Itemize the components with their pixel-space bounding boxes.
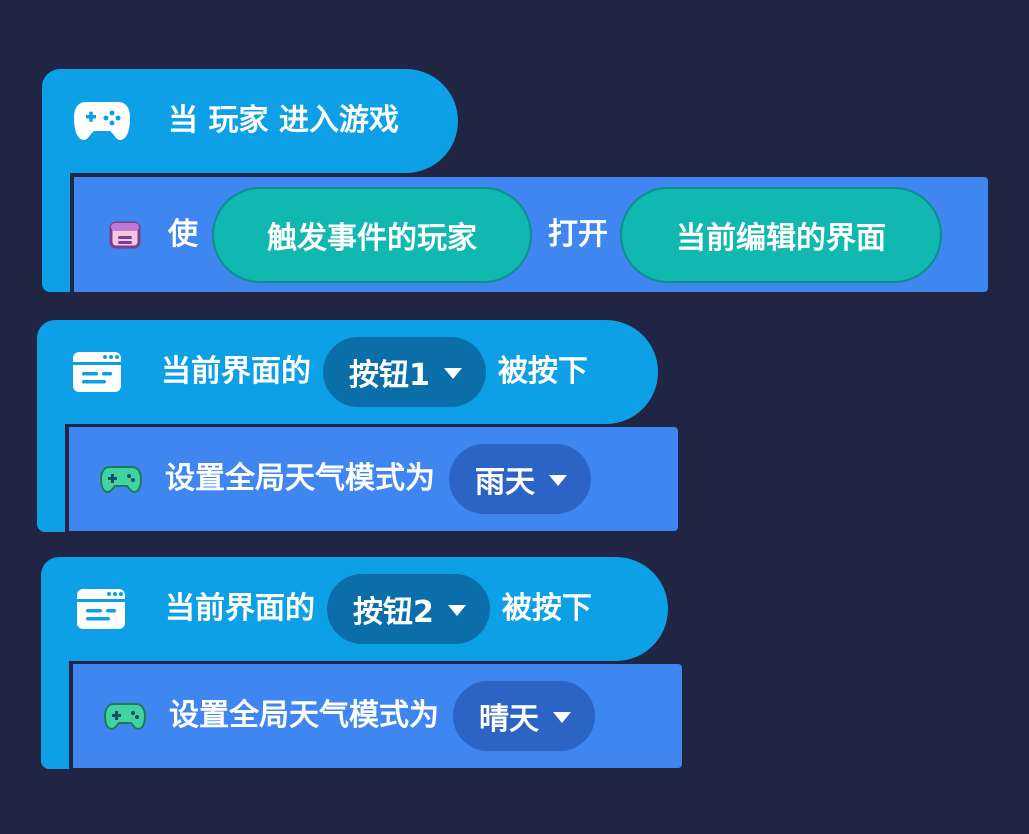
event-block-player-join[interactable]: 当 玩家 进入游戏 <box>42 69 458 173</box>
action-label: 设置全局天气模式为 <box>169 698 439 733</box>
action-label: 设置全局天气模式为 <box>165 461 435 496</box>
weather-mode-dropdown[interactable]: 晴天 <box>453 681 595 751</box>
window-icon <box>75 587 127 631</box>
chevron-down-icon <box>553 712 571 723</box>
event-block-spine <box>42 150 70 292</box>
event-block-button2-pressed[interactable]: 当前界面的 按钮2 被按下 <box>41 557 668 661</box>
action-block-set-weather[interactable]: 设置全局天气模式为 雨天 <box>69 427 678 531</box>
event-label: 当 玩家 进入游戏 <box>168 103 399 138</box>
gamepad-icon <box>103 701 147 731</box>
chevron-down-icon <box>447 605 466 616</box>
dropdown-value: 按钮2 <box>353 595 434 630</box>
dropdown-value: 雨天 <box>475 465 535 500</box>
window-icon <box>71 350 123 394</box>
event-prefix: 当前界面的 <box>165 591 315 626</box>
chevron-down-icon <box>443 368 462 379</box>
event-prefix: 当前界面的 <box>161 354 311 389</box>
player-value-label: 触发事件的玩家 <box>267 220 477 256</box>
action-block-set-weather[interactable]: 设置全局天气模式为 晴天 <box>73 664 682 768</box>
button-selector-dropdown[interactable]: 按钮1 <box>323 337 486 407</box>
action-block-open-ui[interactable]: 使 触发事件的玩家 打开 当前编辑的界面 <box>74 177 988 292</box>
ui-value-label: 当前编辑的界面 <box>676 220 886 256</box>
chevron-down-icon <box>549 475 567 486</box>
ui-value-slot[interactable]: 当前编辑的界面 <box>620 186 942 283</box>
weather-mode-dropdown[interactable]: 雨天 <box>449 444 591 514</box>
event-suffix: 被按下 <box>497 354 588 389</box>
dropdown-value: 晴天 <box>479 702 539 737</box>
player-value-slot[interactable]: 触发事件的玩家 <box>212 186 532 283</box>
button-selector-dropdown[interactable]: 按钮2 <box>327 574 490 644</box>
action-middle: 打开 <box>548 216 608 252</box>
dropdown-value: 按钮1 <box>349 358 430 393</box>
ui-window-icon <box>108 220 142 250</box>
gamepad-icon <box>72 98 132 144</box>
event-block-button1-pressed[interactable]: 当前界面的 按钮1 被按下 <box>37 320 658 424</box>
action-prefix: 使 <box>168 216 198 252</box>
event-suffix: 被按下 <box>501 591 592 626</box>
gamepad-icon <box>99 464 143 494</box>
